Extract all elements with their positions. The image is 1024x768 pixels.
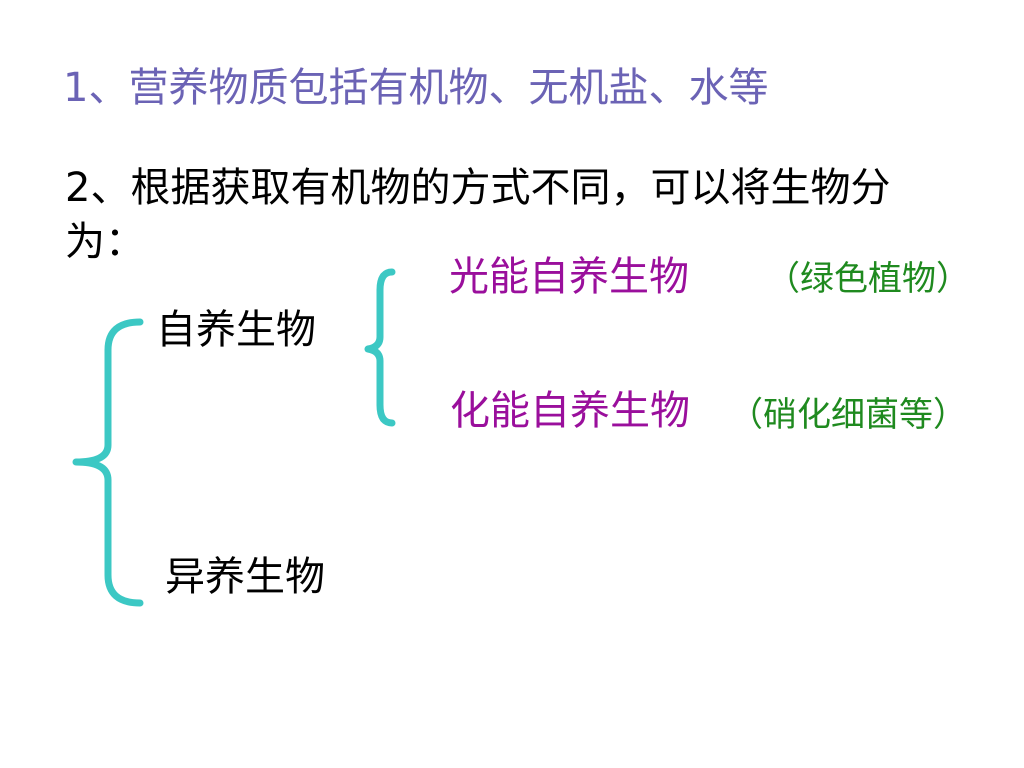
point-2-text-continued: 为： — [65, 219, 145, 265]
large-brace — [72, 318, 144, 607]
small-brace — [364, 268, 396, 427]
autotroph-label: 自养生物 — [156, 307, 316, 353]
photoautotroph-label: 光能自养生物 — [449, 254, 689, 300]
heterotroph-label: 异养生物 — [165, 554, 325, 600]
point-1-text: 1、营养物质包括有机物、无机盐、水等 — [63, 65, 769, 111]
point-2-text: 2、根据获取有机物的方式不同，可以将生物分 — [65, 165, 891, 211]
photoautotroph-example: （绿色植物） — [766, 259, 970, 299]
chemoautotroph-label: 化能自养生物 — [450, 388, 690, 434]
chemoautotroph-example: （硝化细菌等） — [729, 395, 967, 435]
